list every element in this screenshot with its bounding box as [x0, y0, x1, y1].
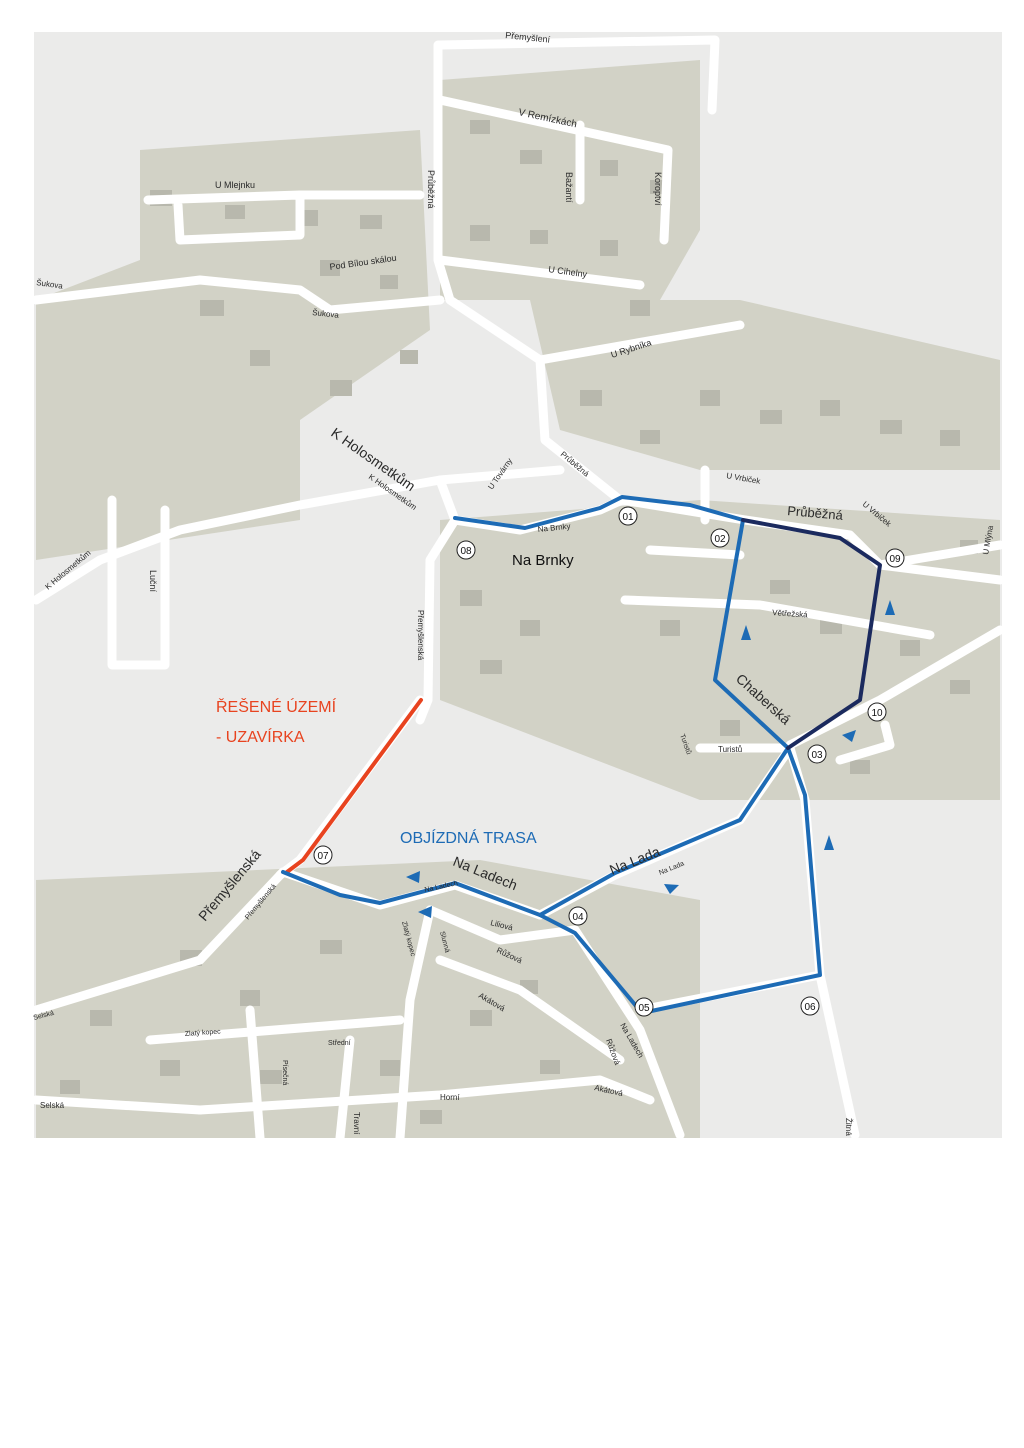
stop-marker-04: 04 — [568, 906, 588, 926]
svg-text:05: 05 — [638, 1003, 650, 1014]
closure-route — [285, 698, 423, 874]
svg-text:10: 10 — [871, 708, 883, 719]
svg-text:02: 02 — [714, 534, 726, 545]
stop-marker-06: 06 — [800, 996, 820, 1016]
roads — [31, 35, 1005, 1143]
svg-text:09: 09 — [889, 554, 901, 565]
stop-marker-02: 02 — [710, 528, 730, 548]
stop-marker-01: 01 — [618, 506, 638, 526]
street-label-travni: Travní — [352, 1112, 361, 1135]
stop-markers: 01 02 03 04 05 06 07 08 09 10 — [313, 506, 905, 1017]
street-label-sukova-2: Šukova — [312, 308, 340, 320]
svg-text:07: 07 — [317, 851, 329, 862]
buildings — [60, 120, 978, 1124]
svg-text:01: 01 — [622, 512, 634, 523]
street-label-turistu: Turistů — [718, 745, 742, 754]
street-label-horni: Horní — [440, 1093, 460, 1102]
detour-route-dark — [741, 518, 882, 750]
stop-marker-09: 09 — [885, 548, 905, 568]
street-label-vetrezska: Větřežská — [772, 608, 809, 619]
street-label-prubezna-east: Průběžná — [787, 503, 845, 523]
stop-marker-07: 07 — [313, 845, 333, 865]
street-label-na-brnky-small: Na Brnky — [537, 522, 571, 534]
street-label-bazanti: Bažantí — [564, 172, 574, 203]
svg-text:03: 03 — [811, 750, 823, 761]
street-label-prubezna-north: Průběžná — [426, 170, 436, 209]
street-label-stredni: Střední — [328, 1040, 351, 1047]
stop-marker-08: 08 — [456, 540, 476, 560]
street-label-zlaty-kopec: Zlatý kopec — [185, 1028, 222, 1038]
detour-route — [281, 495, 822, 1015]
svg-text:06: 06 — [804, 1002, 816, 1013]
svg-text:04: 04 — [572, 912, 584, 923]
street-label-selska: Selská — [40, 1101, 65, 1110]
street-label-na-brnky: Na Brnky — [512, 552, 574, 569]
stop-marker-10: 10 — [867, 702, 887, 722]
closure-label-line2: - UZAVÍRKA — [216, 727, 305, 746]
stop-marker-05: 05 — [634, 997, 654, 1017]
street-label-premysleni: Přemyšlení — [505, 30, 551, 45]
street-label-sukova: Šukova — [36, 278, 64, 291]
street-label-premyslenska-north: Přemyšlenská — [416, 610, 425, 661]
direction-arrows — [406, 600, 895, 918]
stop-marker-03: 03 — [807, 744, 827, 764]
street-label-u-mlejnku: U Mlejnku — [215, 180, 255, 190]
street-label-koroptvi: Koroptví — [653, 172, 663, 206]
detour-label: OBJÍZDNÁ TRASA — [400, 828, 537, 847]
closure-label-line1: ŘEŠENÉ ÚZEMÍ — [216, 697, 337, 716]
street-label-pisecna: Písečná — [281, 1060, 288, 1085]
svg-text:08: 08 — [460, 546, 472, 557]
street-label-zitna: Žitná — [844, 1118, 853, 1136]
street-label-lucni: Luční — [148, 570, 158, 593]
